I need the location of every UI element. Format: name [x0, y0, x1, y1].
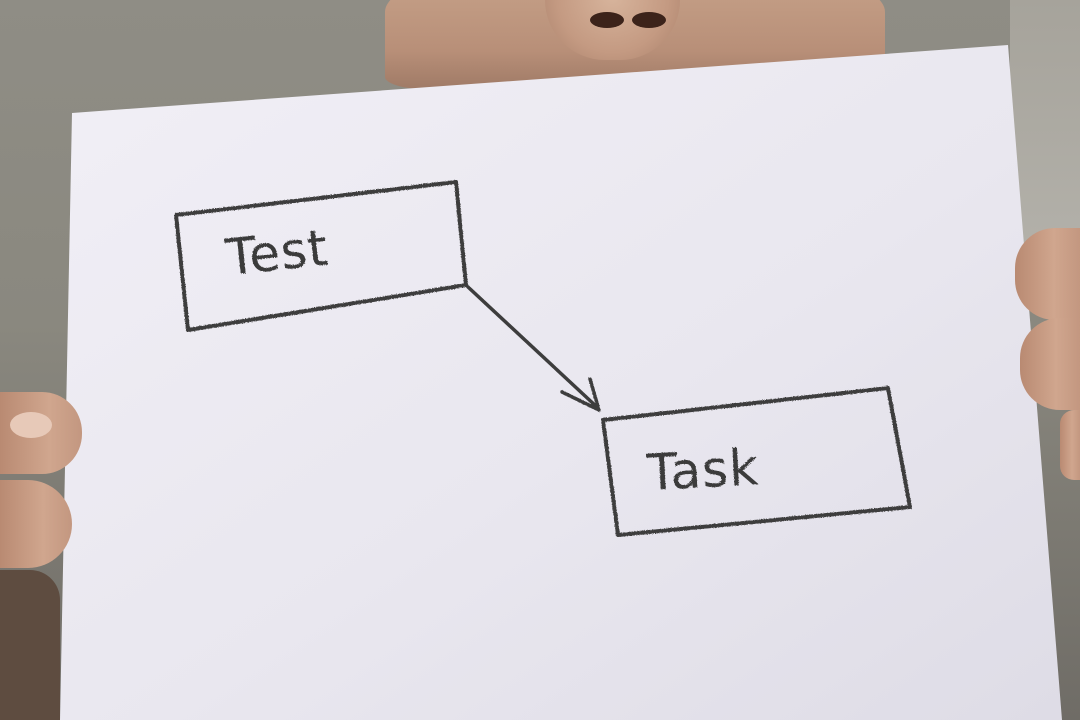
edge-test-to-task	[466, 285, 600, 410]
node-test-box	[174, 180, 468, 332]
node-task-box	[601, 386, 912, 537]
left-hand-shadow	[0, 570, 60, 720]
node-task-label: Task	[645, 438, 761, 502]
right-finger-3	[1060, 410, 1080, 480]
left-finger-2	[0, 480, 72, 568]
right-finger-1	[1015, 228, 1080, 320]
nostril-right	[632, 12, 666, 28]
paper-surface	[60, 45, 1062, 720]
left-fingernail	[10, 412, 52, 438]
right-finger-2	[1020, 318, 1080, 410]
nostril-left	[590, 12, 624, 28]
arrowhead-icon	[560, 377, 601, 412]
node-test-label: Test	[222, 219, 331, 287]
